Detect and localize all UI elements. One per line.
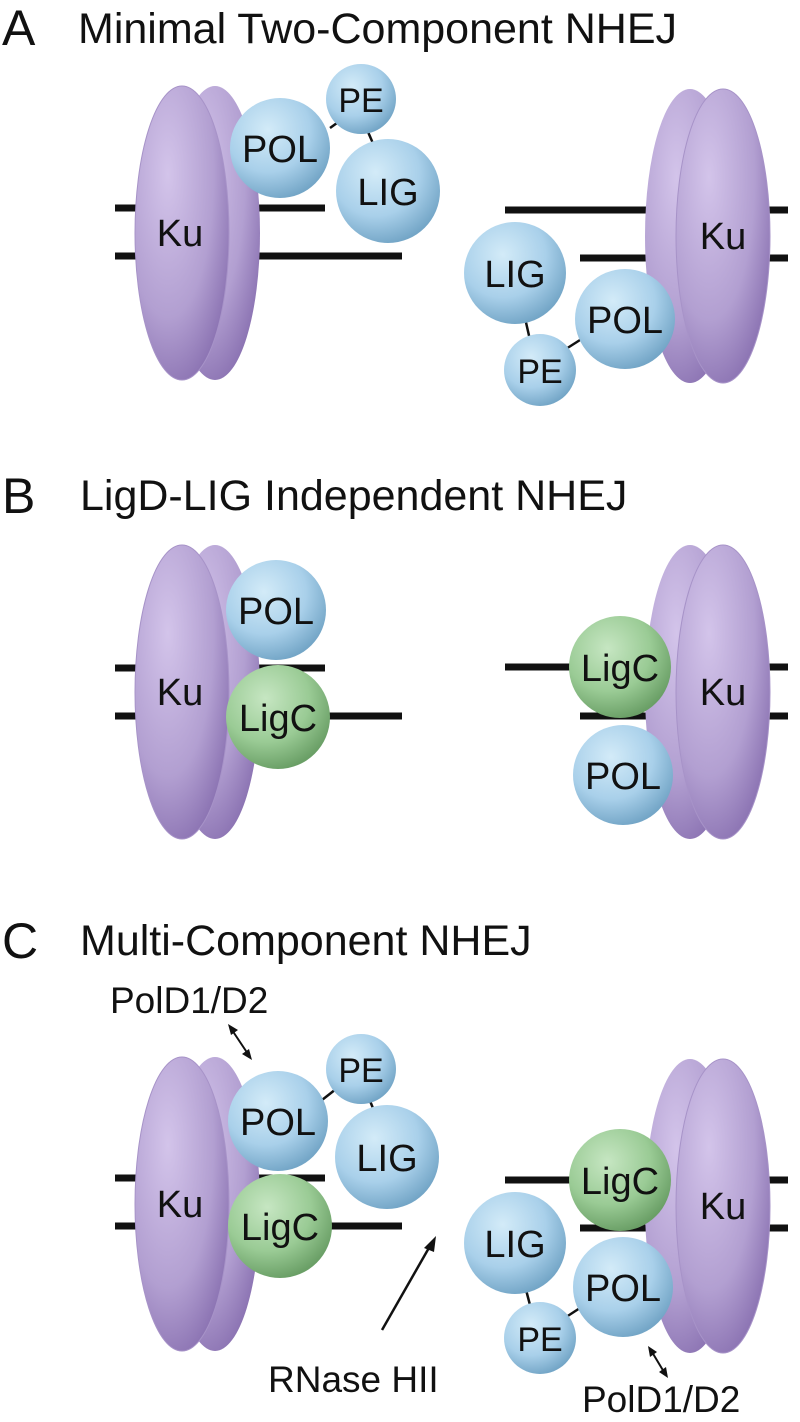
double-arrow-icon — [228, 1024, 252, 1060]
ku-label: Ku — [700, 672, 746, 714]
ku-subunit-front — [675, 88, 771, 384]
pol-circle — [573, 725, 673, 825]
pol-label: POL — [585, 756, 661, 798]
ligc-label: LigC — [581, 1161, 659, 1203]
ligc-domain: LigC — [228, 1174, 332, 1278]
arrowhead-icon — [424, 1236, 436, 1252]
pol-circle — [230, 98, 330, 198]
panel-a-title: Minimal Two-Component NHEJ — [78, 5, 677, 53]
panel-a-letter: A — [2, 0, 36, 56]
ligc-label: LigC — [241, 1207, 319, 1249]
pe-label: PE — [517, 1321, 562, 1359]
ku-subunit-front — [675, 544, 771, 840]
pol-domain: POL — [230, 98, 330, 198]
pe-domain: PE — [326, 1034, 396, 1104]
ku-protein: Ku — [134, 85, 260, 381]
lig-label: LIG — [484, 1224, 545, 1266]
ku-protein: Ku — [134, 1056, 260, 1352]
pol-label: POL — [585, 1268, 661, 1310]
lig-label: LIG — [484, 254, 545, 296]
ku-subunit-front — [134, 1056, 230, 1352]
ku-subunit-front — [675, 1058, 771, 1354]
lig-label: LIG — [356, 1138, 417, 1180]
panel-a: A Minimal Two-Component NHEJ Ku POL PE — [2, 0, 788, 406]
ligc-domain: LigC — [226, 665, 330, 769]
ku-protein: Ku — [134, 544, 260, 840]
panel-b-title: LigD-LIG Independent NHEJ — [80, 472, 627, 520]
pe-circle — [326, 1034, 396, 1104]
pol-label: POL — [238, 591, 314, 633]
poldd-label: PolD1/D2 — [110, 980, 268, 1021]
lig-domain: LIG — [464, 222, 566, 324]
ku-label: Ku — [157, 1184, 203, 1226]
right-complex: Ku LIG PE POL — [464, 88, 788, 406]
right-complex: Ku LigC LIG PE POL — [464, 1058, 788, 1420]
ligc-label: LigC — [581, 648, 659, 690]
ku-subunit-front — [134, 544, 230, 840]
ku-label: Ku — [157, 213, 203, 255]
lig-domain: LIG — [336, 139, 440, 243]
lig-circle — [335, 1105, 439, 1209]
ku-subunit-front — [134, 85, 230, 381]
rnase-annotation: RNase HII — [268, 1236, 439, 1400]
pol-circle — [575, 269, 675, 369]
ligc-circle — [569, 616, 671, 718]
panel-b-letter: B — [2, 468, 35, 524]
ligc-domain: LigC — [569, 616, 671, 718]
pe-circle — [504, 334, 576, 406]
double-arrow-icon — [648, 1346, 668, 1378]
lig-circle — [464, 222, 566, 324]
pe-label: PE — [338, 82, 383, 120]
lig-domain: LIG — [335, 1105, 439, 1209]
pe-circle — [326, 64, 396, 134]
panel-b: B LigD-LIG Independent NHEJ Ku POL LigC — [2, 468, 788, 840]
pol-domain: POL — [573, 1237, 673, 1337]
ku-label: Ku — [157, 672, 203, 714]
pol-circle — [228, 1071, 328, 1171]
pointer-arrow — [380, 1245, 432, 1331]
lig-domain: LIG — [464, 1192, 566, 1294]
pe-domain: PE — [326, 64, 396, 134]
ligc-circle — [569, 1129, 671, 1231]
pe-circle — [504, 1302, 576, 1374]
pol-circle — [573, 1237, 673, 1337]
ligc-circle — [226, 665, 330, 769]
ku-protein: Ku — [645, 88, 771, 384]
panel-c-title: Multi-Component NHEJ — [80, 917, 532, 965]
pol-domain: POL — [573, 725, 673, 825]
lig-label: LIG — [357, 172, 418, 214]
pe-label: PE — [338, 1052, 383, 1090]
pe-label: PE — [517, 353, 562, 391]
left-complex: Ku POL LigC — [115, 544, 402, 840]
pol-label: POL — [242, 129, 318, 171]
pol-circle — [226, 560, 326, 660]
panel-c-letter: C — [2, 913, 38, 969]
pol-domain: POL — [226, 560, 326, 660]
ligc-domain: LigC — [569, 1129, 671, 1231]
pol-label: POL — [240, 1102, 316, 1144]
pol-label: POL — [587, 300, 663, 342]
lig-circle — [464, 1192, 566, 1294]
left-complex: Ku POL PE LIG — [115, 64, 440, 381]
pe-domain: PE — [504, 334, 576, 406]
ku-label: Ku — [700, 1186, 746, 1228]
right-complex: Ku LigC POL — [505, 544, 788, 840]
rnase-label: RNase HII — [268, 1359, 439, 1400]
pol-domain: POL — [575, 269, 675, 369]
ligc-circle — [228, 1174, 332, 1278]
poldd-label: PolD1/D2 — [582, 1379, 740, 1420]
panel-c: C Multi-Component NHEJ PolD1/D2 Ku POL — [2, 913, 788, 1420]
pol-domain: POL — [228, 1071, 328, 1171]
left-complex: PolD1/D2 Ku POL PE — [110, 980, 439, 1352]
ku-label: Ku — [700, 216, 746, 258]
lig-circle — [336, 139, 440, 243]
pe-domain: PE — [504, 1302, 576, 1374]
ligc-label: LigC — [239, 698, 317, 740]
